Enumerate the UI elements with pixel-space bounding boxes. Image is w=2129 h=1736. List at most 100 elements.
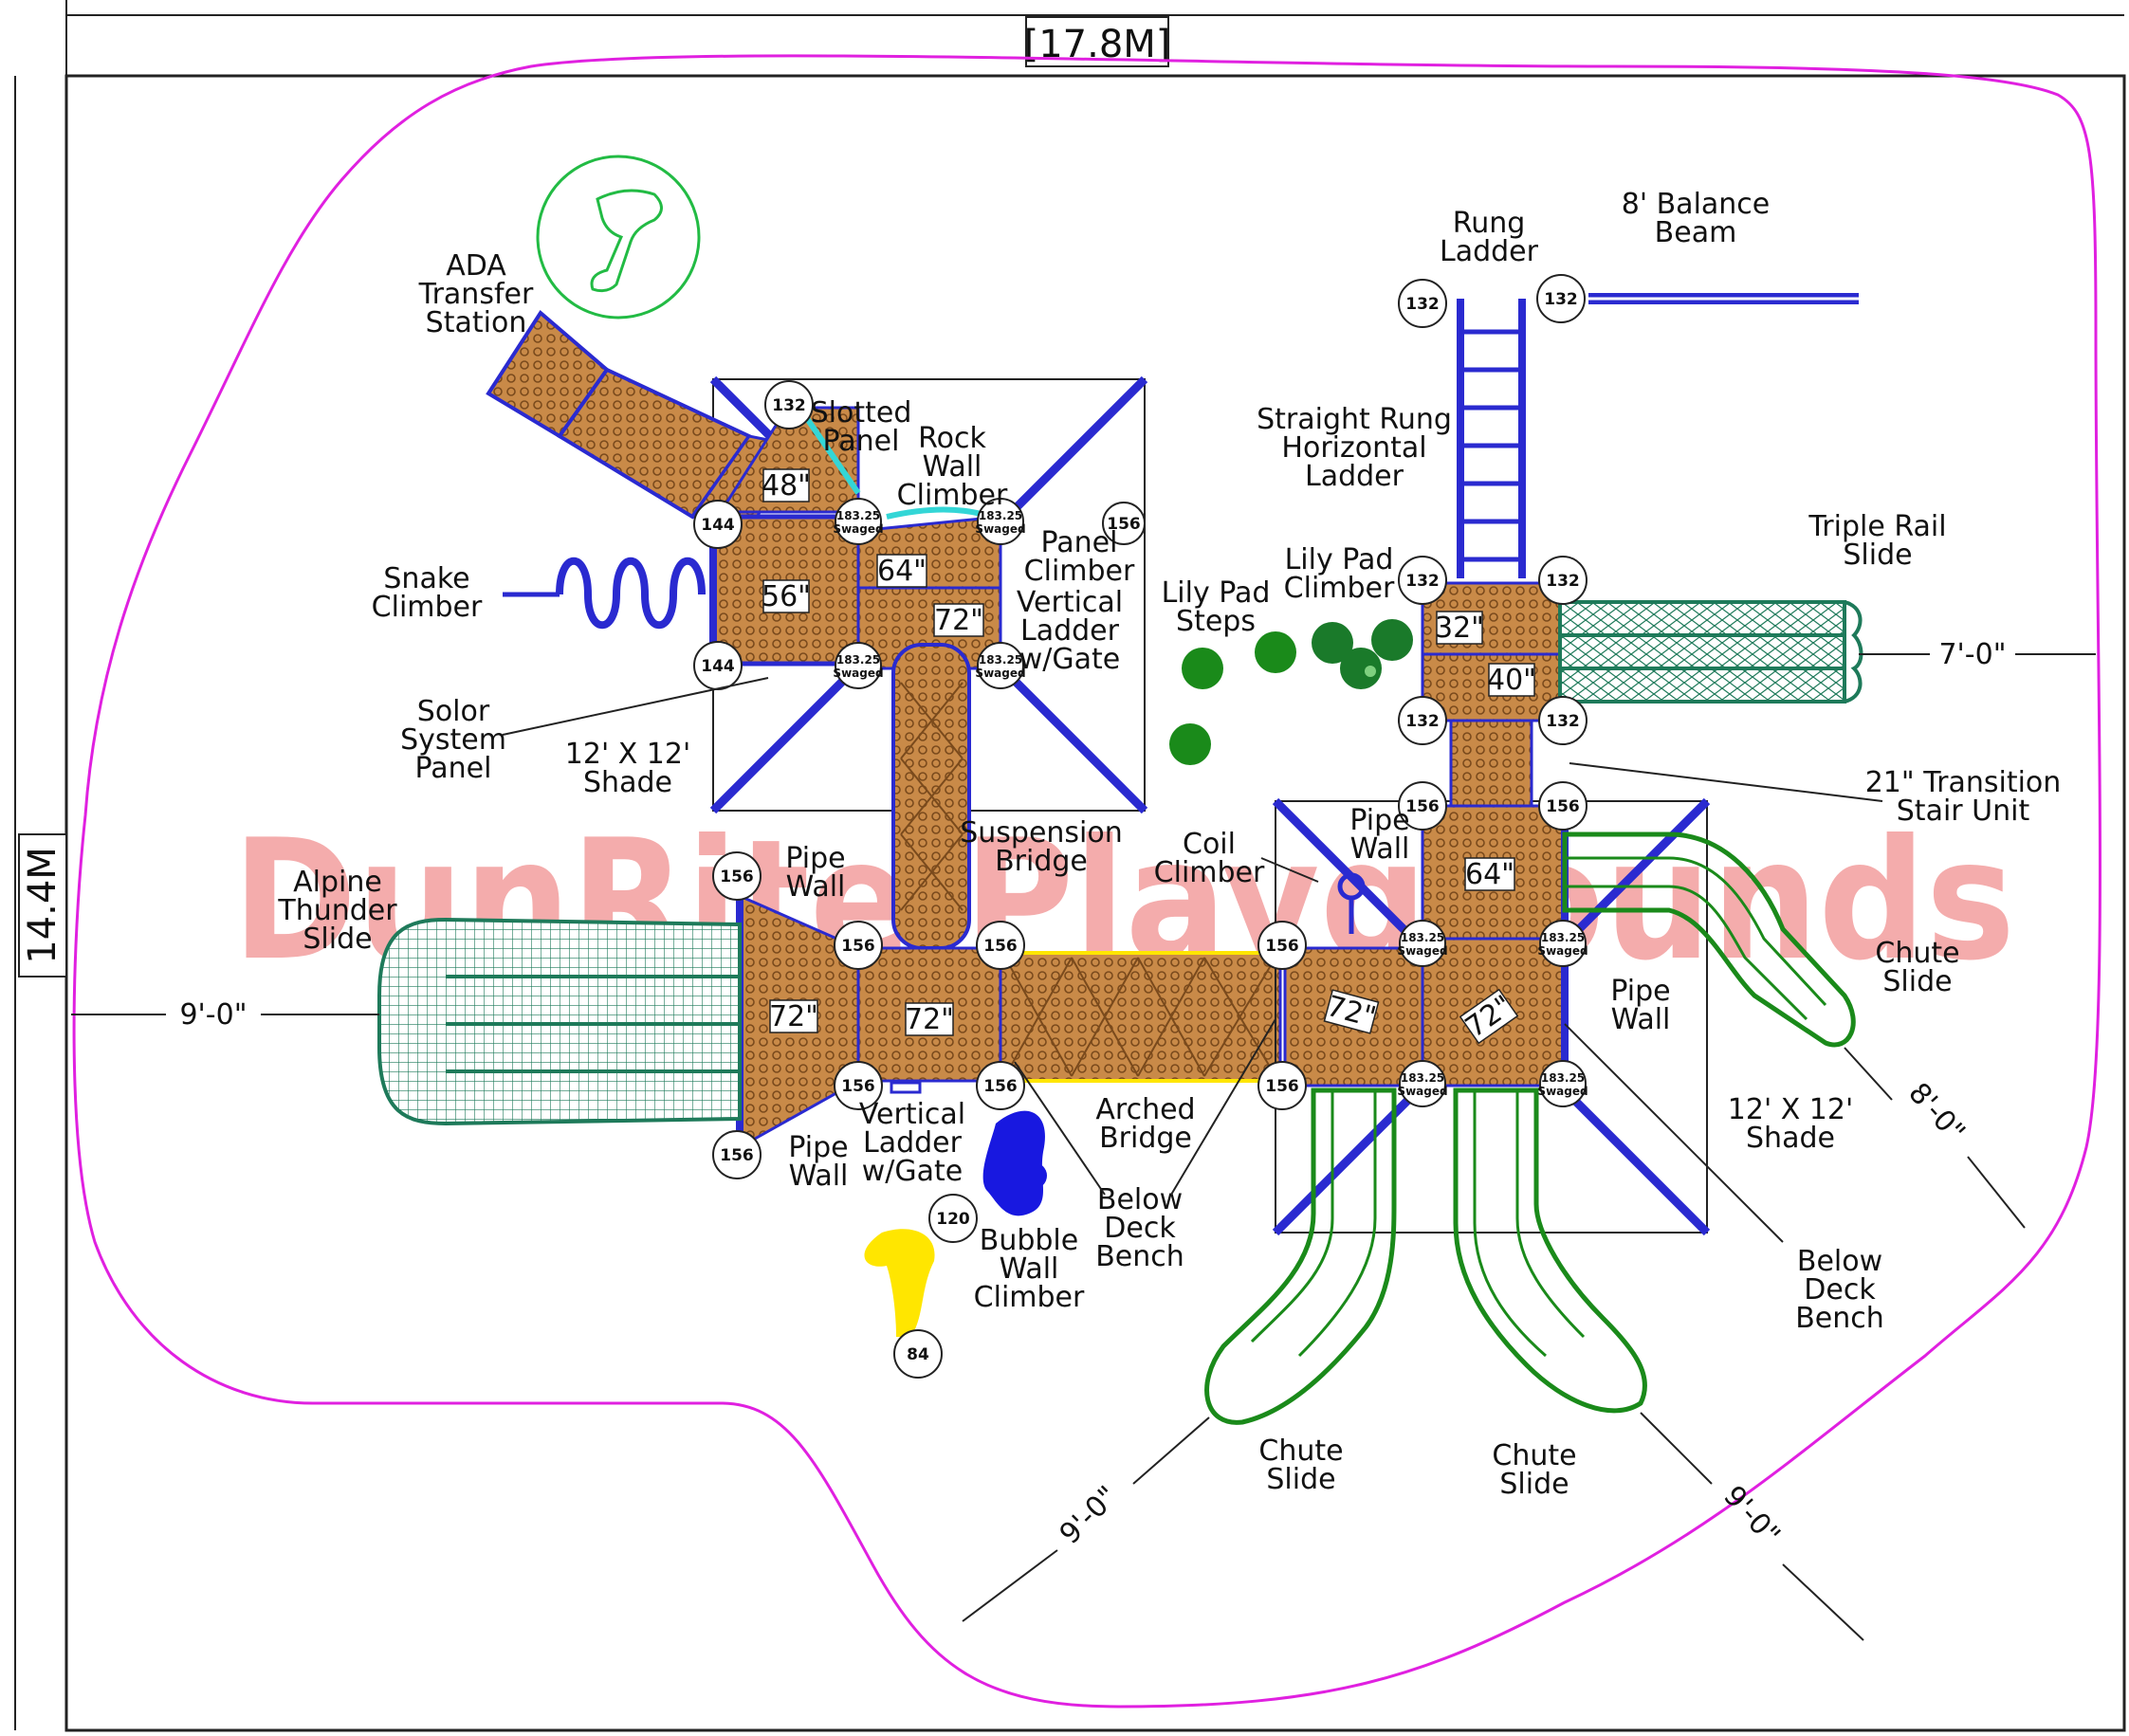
svg-text:Swaged: Swaged	[833, 522, 883, 536]
svg-text:Bench: Bench	[1095, 1240, 1184, 1273]
svg-text:Lily Pad: Lily Pad	[1162, 576, 1271, 610]
dim-9ft-bottom-right: 9'-0"	[1640, 1412, 1864, 1641]
svg-text:Horizontal: Horizontal	[1281, 431, 1426, 465]
svg-text:Vertical: Vertical	[1017, 586, 1123, 619]
svg-text:Triple Rail: Triple Rail	[1808, 510, 1946, 543]
svg-text:Chute: Chute	[1258, 1434, 1343, 1468]
svg-text:144: 144	[701, 657, 735, 676]
svg-text:Swaged: Swaged	[833, 667, 883, 680]
svg-text:183.25: 183.25	[979, 653, 1022, 667]
svg-text:183.25: 183.25	[1401, 1071, 1444, 1085]
svg-text:Rung: Rung	[1453, 207, 1526, 240]
svg-text:Slide: Slide	[1882, 965, 1952, 998]
post	[712, 851, 762, 901]
svg-text:Lily Pad: Lily Pad	[1285, 543, 1394, 576]
label-solor-system: Solor System Panel	[400, 677, 769, 785]
label-transition-stair: 21" Transition Stair Unit	[1569, 762, 2062, 828]
post	[977, 498, 1024, 545]
lily-pad-climber	[1312, 619, 1413, 689]
post	[1102, 502, 1146, 545]
svg-text:144: 144	[701, 516, 735, 535]
post	[1536, 274, 1586, 323]
svg-text:Wall: Wall	[1350, 832, 1410, 866]
label-pipe-wall-r2: Pipe Wall	[1610, 975, 1670, 1036]
svg-text:Thunder: Thunder	[277, 894, 397, 927]
svg-text:System: System	[400, 723, 506, 757]
label-balance-beam: 8' Balance Beam	[1622, 188, 1771, 249]
svg-text:64": 64"	[1465, 858, 1514, 891]
svg-text:8' Balance: 8' Balance	[1622, 188, 1771, 221]
post	[834, 921, 883, 970]
svg-text:Pipe: Pipe	[1349, 804, 1409, 837]
post	[1398, 696, 1447, 745]
label-alpine: Alpine Thunder Slide	[277, 866, 397, 956]
svg-text:ADA: ADA	[446, 249, 506, 283]
arched-bridge	[999, 951, 1282, 1083]
svg-text:Bridge: Bridge	[995, 845, 1088, 878]
svg-text:Climber: Climber	[372, 591, 483, 624]
svg-text:Wall: Wall	[1000, 1252, 1059, 1286]
post	[1257, 1061, 1307, 1110]
svg-text:Pipe: Pipe	[1610, 975, 1670, 1008]
svg-text:w/Gate: w/Gate	[1019, 643, 1121, 676]
svg-text:Swaged: Swaged	[1397, 1085, 1447, 1098]
coil-climber	[1337, 872, 1366, 934]
svg-text:Climber: Climber	[1024, 555, 1135, 588]
svg-text:Below: Below	[1797, 1245, 1882, 1278]
svg-text:156: 156	[1265, 937, 1299, 956]
snake-climber	[503, 557, 706, 629]
ada-symbol-icon	[536, 155, 701, 320]
label-suspension-bridge: Suspension Bridge	[960, 816, 1123, 878]
label-pipe-wall-l2: Pipe Wall	[788, 1131, 848, 1193]
triple-rail-slide	[1558, 600, 1863, 704]
svg-text:Slotted: Slotted	[811, 396, 912, 429]
svg-text:Station: Station	[426, 306, 527, 339]
post	[693, 500, 743, 549]
bubble-wall-climber	[982, 1110, 1047, 1216]
post	[976, 921, 1025, 970]
svg-text:Bridge: Bridge	[1099, 1122, 1192, 1155]
chute-slide-bottom-right	[1453, 1087, 1647, 1414]
alpine-thunder-slide	[377, 917, 742, 1126]
svg-text:72": 72"	[934, 604, 983, 637]
label-snake-climber: Snake Climber	[372, 562, 483, 624]
label-vertical-ladder-top: Vertical Ladder w/Gate	[1017, 586, 1123, 676]
svg-text:Swaged: Swaged	[1537, 1085, 1588, 1098]
svg-text:Ladder: Ladder	[1305, 460, 1404, 493]
svg-text:32": 32"	[1435, 612, 1484, 645]
svg-text:72": 72"	[905, 1003, 954, 1036]
post	[764, 380, 814, 429]
svg-text:Slide: Slide	[1266, 1463, 1335, 1496]
label-straight-rung: Straight Rung Horizontal Ladder	[1257, 403, 1452, 493]
svg-text:156: 156	[841, 937, 875, 956]
svg-text:Slide: Slide	[1843, 539, 1912, 572]
label-slotted-panel: Slotted Panel	[811, 396, 912, 458]
label-below-deck-left: Below Deck Bench	[1014, 1018, 1276, 1273]
svg-text:Slide: Slide	[1499, 1468, 1569, 1501]
svg-text:21" Transition: 21" Transition	[1865, 766, 2062, 799]
svg-text:Solor: Solor	[417, 695, 490, 728]
svg-text:Swaged: Swaged	[975, 667, 1025, 680]
post	[1538, 696, 1588, 745]
label-panel-climber: Panel Climber	[1024, 526, 1135, 588]
post	[1538, 556, 1588, 605]
post	[1538, 781, 1588, 831]
svg-text:183.25: 183.25	[1541, 1071, 1585, 1085]
svg-text:72": 72"	[769, 1000, 818, 1033]
svg-text:Pipe: Pipe	[785, 842, 845, 875]
chute-slide-bottom-left	[1204, 1087, 1397, 1425]
svg-text:12' X 12': 12' X 12'	[565, 738, 690, 771]
svg-text:Swaged: Swaged	[975, 522, 1025, 536]
post	[1398, 279, 1447, 328]
post	[1399, 1060, 1446, 1107]
svg-text:Ladder: Ladder	[1440, 235, 1539, 268]
label-rock-wall: Rock Wall Climber	[897, 422, 1008, 512]
svg-text:132: 132	[1405, 572, 1440, 591]
svg-text:Panel: Panel	[415, 752, 492, 785]
post	[1257, 921, 1307, 970]
svg-text:Panel: Panel	[1041, 526, 1118, 559]
svg-text:Climber: Climber	[1154, 856, 1265, 889]
svg-text:Shade: Shade	[1746, 1122, 1835, 1155]
label-lily-pad-climber: Lily Pad Climber	[1284, 543, 1395, 605]
